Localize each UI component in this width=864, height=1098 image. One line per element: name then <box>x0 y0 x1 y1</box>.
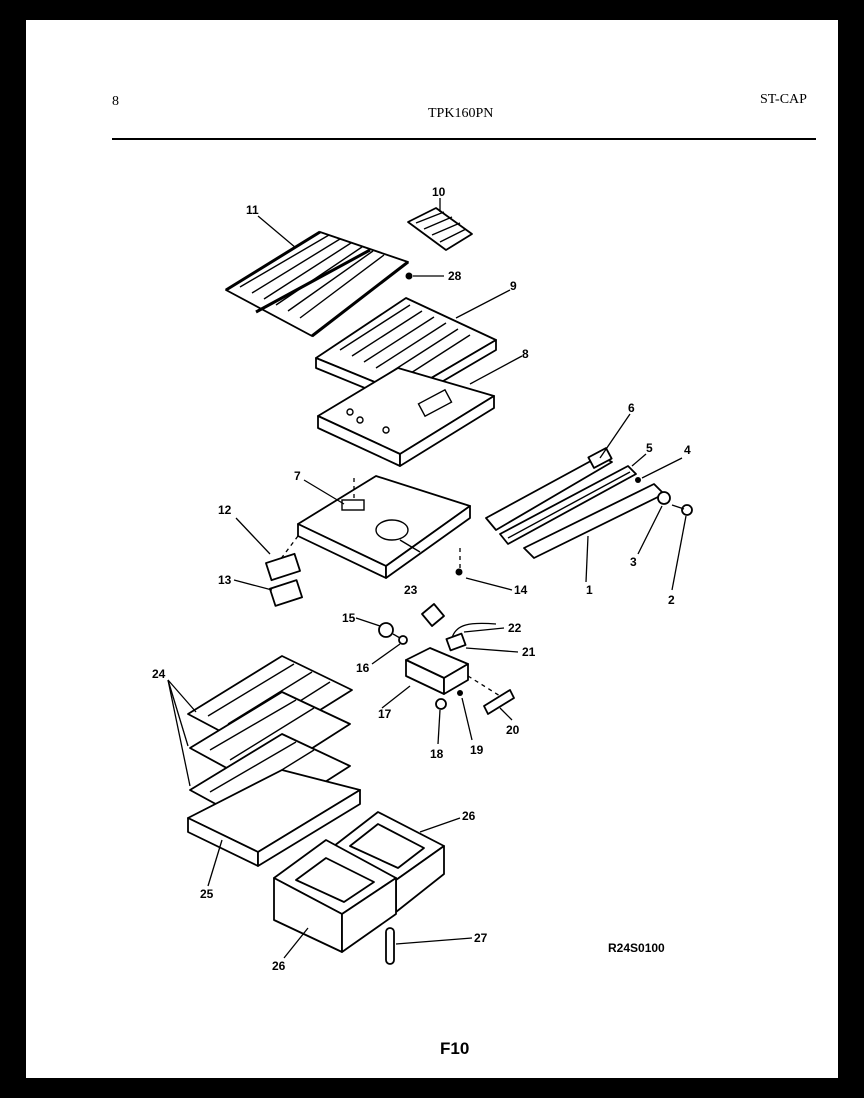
part-23-knob <box>421 603 445 627</box>
part-16-socket <box>398 635 408 645</box>
callout-25: 25 <box>200 887 214 901</box>
callout-7: 7 <box>294 469 301 483</box>
callout-26-left: 26 <box>272 959 286 973</box>
part-2-screw <box>671 504 693 516</box>
part-15-lamp <box>378 622 401 639</box>
callout-10: 10 <box>432 185 446 199</box>
header-rule <box>112 138 816 140</box>
part-22-wire <box>451 622 497 639</box>
part-12-clip <box>265 552 301 582</box>
callout-13: 13 <box>218 573 232 587</box>
callout-16: 16 <box>356 661 370 675</box>
callout-27: 27 <box>474 931 488 945</box>
callout-2: 2 <box>668 593 675 607</box>
callout-28: 28 <box>448 269 462 283</box>
figure-label: F10 <box>440 1039 469 1058</box>
part-11-wire-shelf <box>225 230 409 338</box>
part-28-screw <box>405 272 413 280</box>
assembly-guides <box>279 478 501 697</box>
callout-4: 4 <box>684 443 691 457</box>
part-13-clip <box>269 579 303 607</box>
callout-6: 6 <box>628 401 635 415</box>
part-8-pan <box>317 367 495 467</box>
callout-14: 14 <box>514 583 528 597</box>
part-6-rail <box>485 447 613 531</box>
part-21-switch <box>445 632 467 652</box>
callout-3: 3 <box>630 555 637 569</box>
callout-22: 22 <box>508 621 522 635</box>
part-5-slotted-rail <box>499 465 637 545</box>
callout-24: 24 <box>152 667 166 681</box>
part-20-bracket <box>483 689 515 715</box>
part-17-housing <box>405 647 469 695</box>
part-14-fastener <box>455 568 463 576</box>
section-code: ST-CAP <box>760 92 807 107</box>
model-number: TPK160PN <box>428 106 494 121</box>
callout-5: 5 <box>646 441 653 455</box>
part-26-drawer-right <box>333 811 445 913</box>
part-4-fastener <box>635 477 641 483</box>
part-27-pin <box>385 927 395 965</box>
callout-11: 11 <box>246 203 259 217</box>
callout-12: 12 <box>218 503 232 517</box>
part-7-cover <box>297 475 471 579</box>
callout-9: 9 <box>510 279 517 293</box>
callout-1: 1 <box>586 583 593 597</box>
part-25-frame <box>187 769 361 867</box>
callout-26-right: 26 <box>462 809 476 823</box>
callout-19: 19 <box>470 743 484 757</box>
part-18-grommet <box>435 698 447 710</box>
callout-20: 20 <box>506 723 520 737</box>
drawing-code: R24S0100 <box>608 941 665 955</box>
page-number: 8 <box>112 94 119 109</box>
parts-sheet <box>26 20 838 1078</box>
callout-18: 18 <box>430 747 444 761</box>
callout-17: 17 <box>378 707 392 721</box>
leader-lines <box>167 198 687 959</box>
callout-15: 15 <box>342 611 356 625</box>
callout-8: 8 <box>522 347 529 361</box>
callout-21: 21 <box>522 645 536 659</box>
callout-labels: 1 2 3 4 5 6 7 8 9 10 11 12 13 14 15 16 1… <box>152 185 691 973</box>
callout-23: 23 <box>404 583 418 597</box>
part-19-screw <box>457 690 463 696</box>
part-10-grille <box>407 207 473 251</box>
part-26-drawer-left <box>273 839 397 953</box>
part-3-washer <box>657 491 671 505</box>
